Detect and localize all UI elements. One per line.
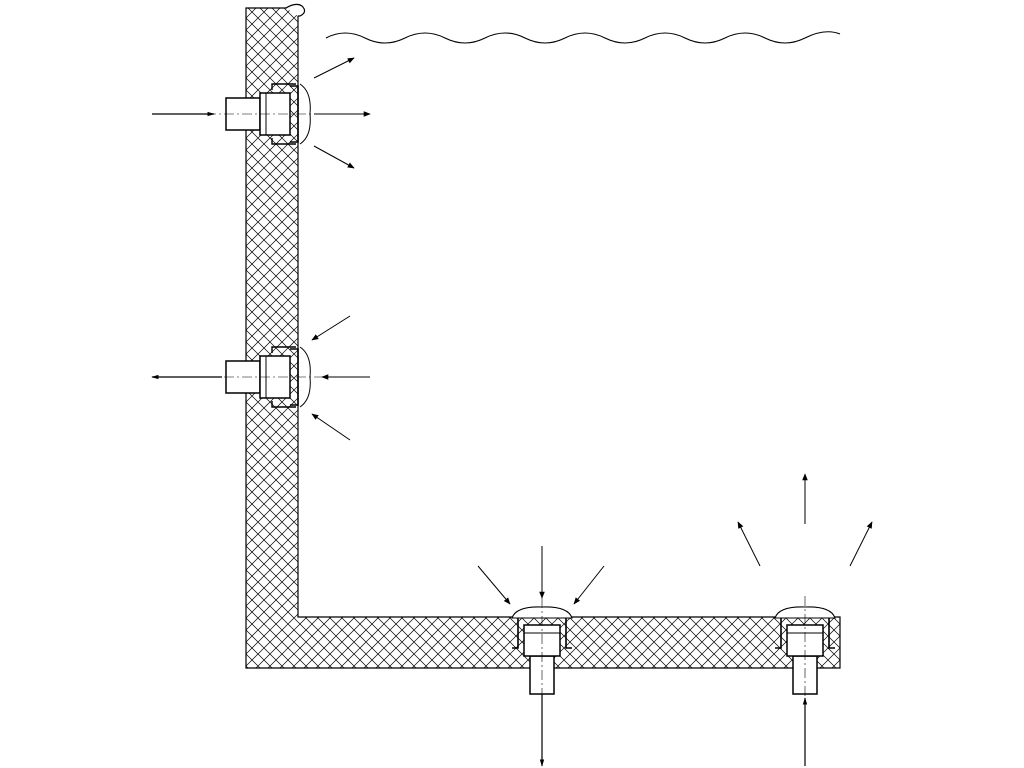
wall-inlet-fitting-upper	[152, 57, 371, 169]
water-surface-line	[325, 31, 841, 44]
wall-outlet-fitting-lower	[151, 315, 370, 441]
pool-wall-and-floor	[245, 7, 841, 669]
wall-top-cap	[285, 3, 306, 17]
floor-inlet-fitting	[737, 473, 873, 766]
floor-drain-fitting	[477, 546, 605, 767]
